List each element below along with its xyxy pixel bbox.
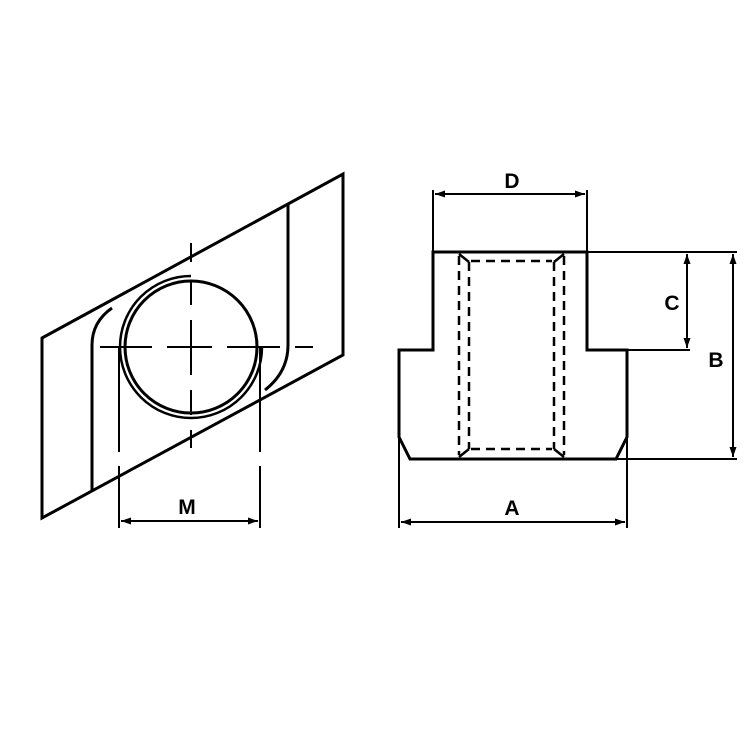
- dimension-C: [587, 251, 737, 351]
- dimension-A: [398, 437, 628, 528]
- label-B: B: [708, 349, 723, 372]
- right-flange-edge: [264, 205, 290, 392]
- label-A: A: [504, 497, 519, 520]
- label-C: C: [664, 292, 679, 315]
- isometric-centerlines: [100, 243, 313, 448]
- label-D: D: [504, 170, 519, 193]
- nut-body-outline: [40, 171, 345, 521]
- dimension-D: [432, 190, 588, 252]
- front-section-view: [397, 250, 629, 461]
- left-flange-edge: [90, 306, 113, 490]
- thread-chamfers: [458, 253, 565, 458]
- hidden-thread-lines: [457, 256, 566, 455]
- label-M: M: [178, 496, 196, 519]
- dimension-B: [616, 254, 737, 460]
- t-nut-profile: [397, 250, 629, 461]
- thread-arc: [118, 274, 264, 420]
- dimension-M: [118, 347, 261, 528]
